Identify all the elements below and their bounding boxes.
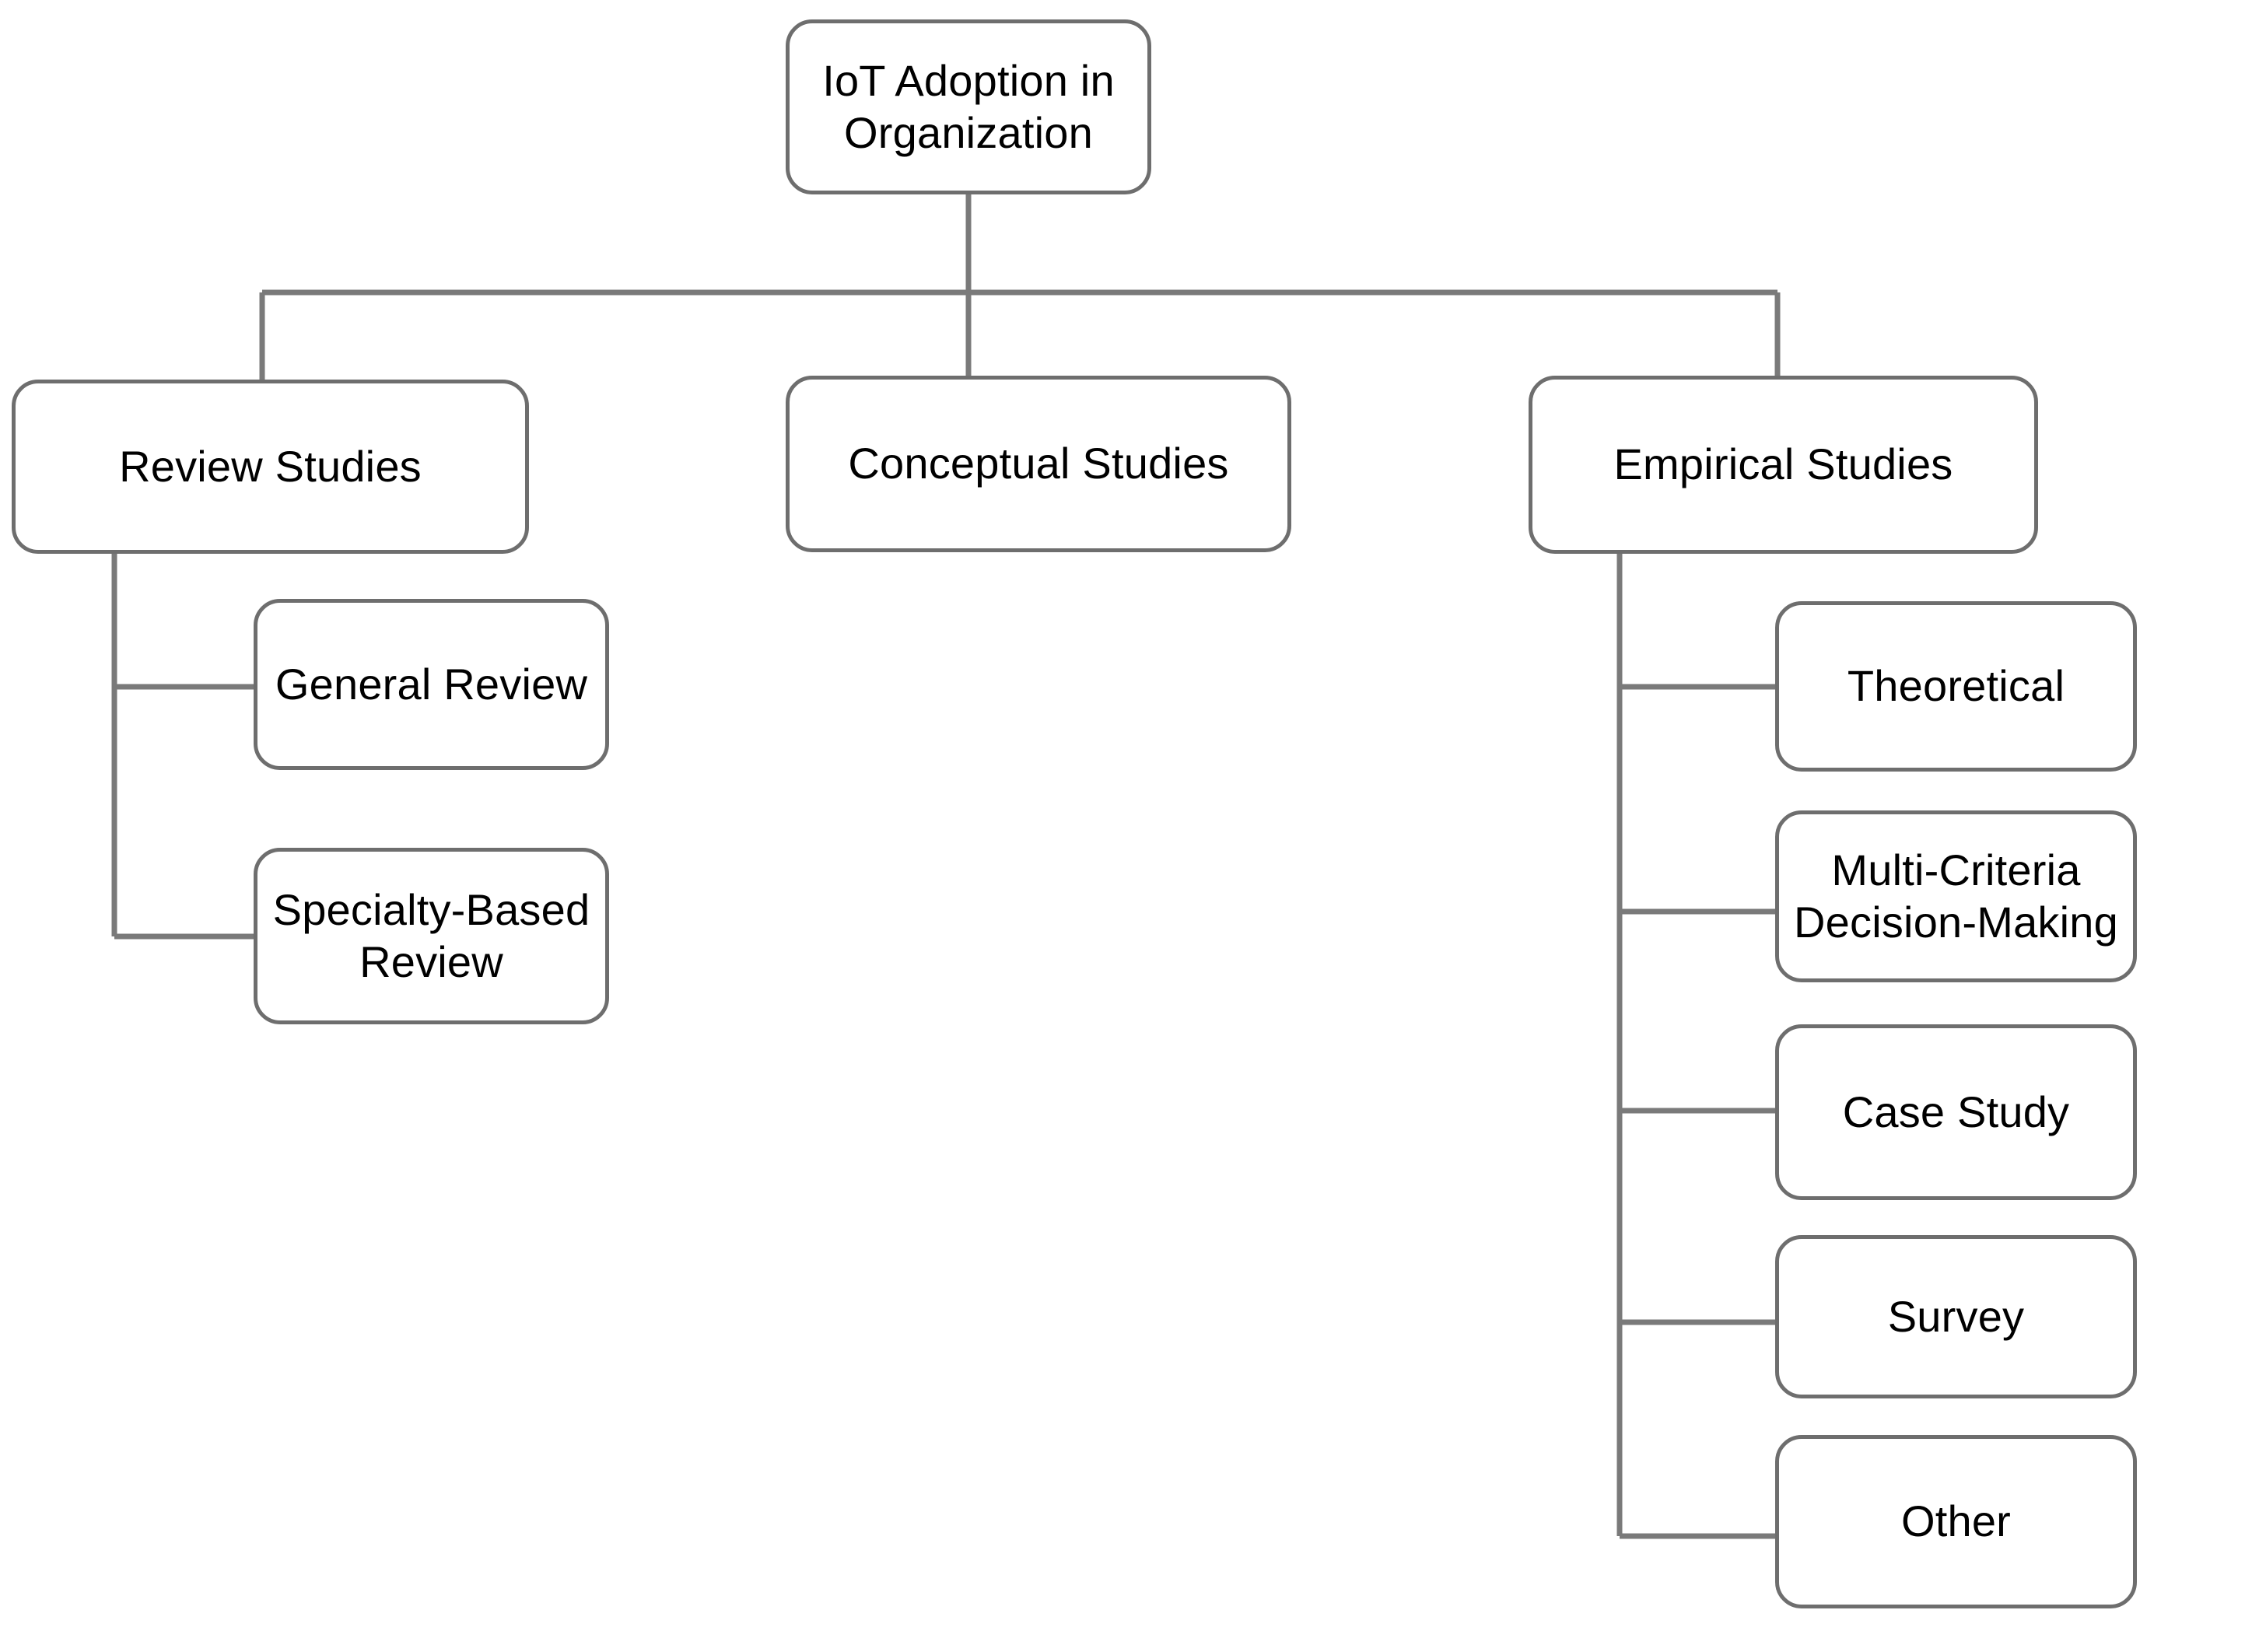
node-specialty-based-review[interactable]: Specialty-Based Review [254, 848, 609, 1024]
node-general-review[interactable]: General Review [254, 599, 609, 770]
node-other-label: Other [1900, 1496, 2012, 1546]
node-review-studies[interactable]: Review Studies [12, 380, 529, 554]
node-specialty-based-review-label: Specialty-Based Review [272, 885, 590, 986]
node-root-label: IoT Adoption in Organization [822, 56, 1115, 157]
node-general-review-label: General Review [275, 659, 588, 709]
node-empirical-studies-label: Empirical Studies [1613, 439, 1953, 489]
node-root[interactable]: IoT Adoption in Organization [786, 19, 1151, 194]
node-case-study[interactable]: Case Study [1775, 1024, 2137, 1200]
node-other[interactable]: Other [1775, 1435, 2137, 1608]
node-case-study-label: Case Study [1842, 1087, 2070, 1136]
node-conceptual-studies-label: Conceptual Studies [848, 439, 1229, 488]
node-empirical-studies[interactable]: Empirical Studies [1529, 376, 2038, 554]
node-conceptual-studies[interactable]: Conceptual Studies [786, 376, 1291, 552]
node-survey-label: Survey [1887, 1291, 2025, 1341]
node-theoretical-label: Theoretical [1847, 661, 2065, 711]
node-multi-criteria-decision-making[interactable]: Multi-Criteria Decision-Making [1775, 810, 2137, 982]
node-multi-criteria-decision-making-label: Multi-Criteria Decision-Making [1794, 845, 2118, 947]
node-theoretical[interactable]: Theoretical [1775, 601, 2137, 772]
node-survey[interactable]: Survey [1775, 1235, 2137, 1398]
node-review-studies-label: Review Studies [119, 441, 422, 491]
